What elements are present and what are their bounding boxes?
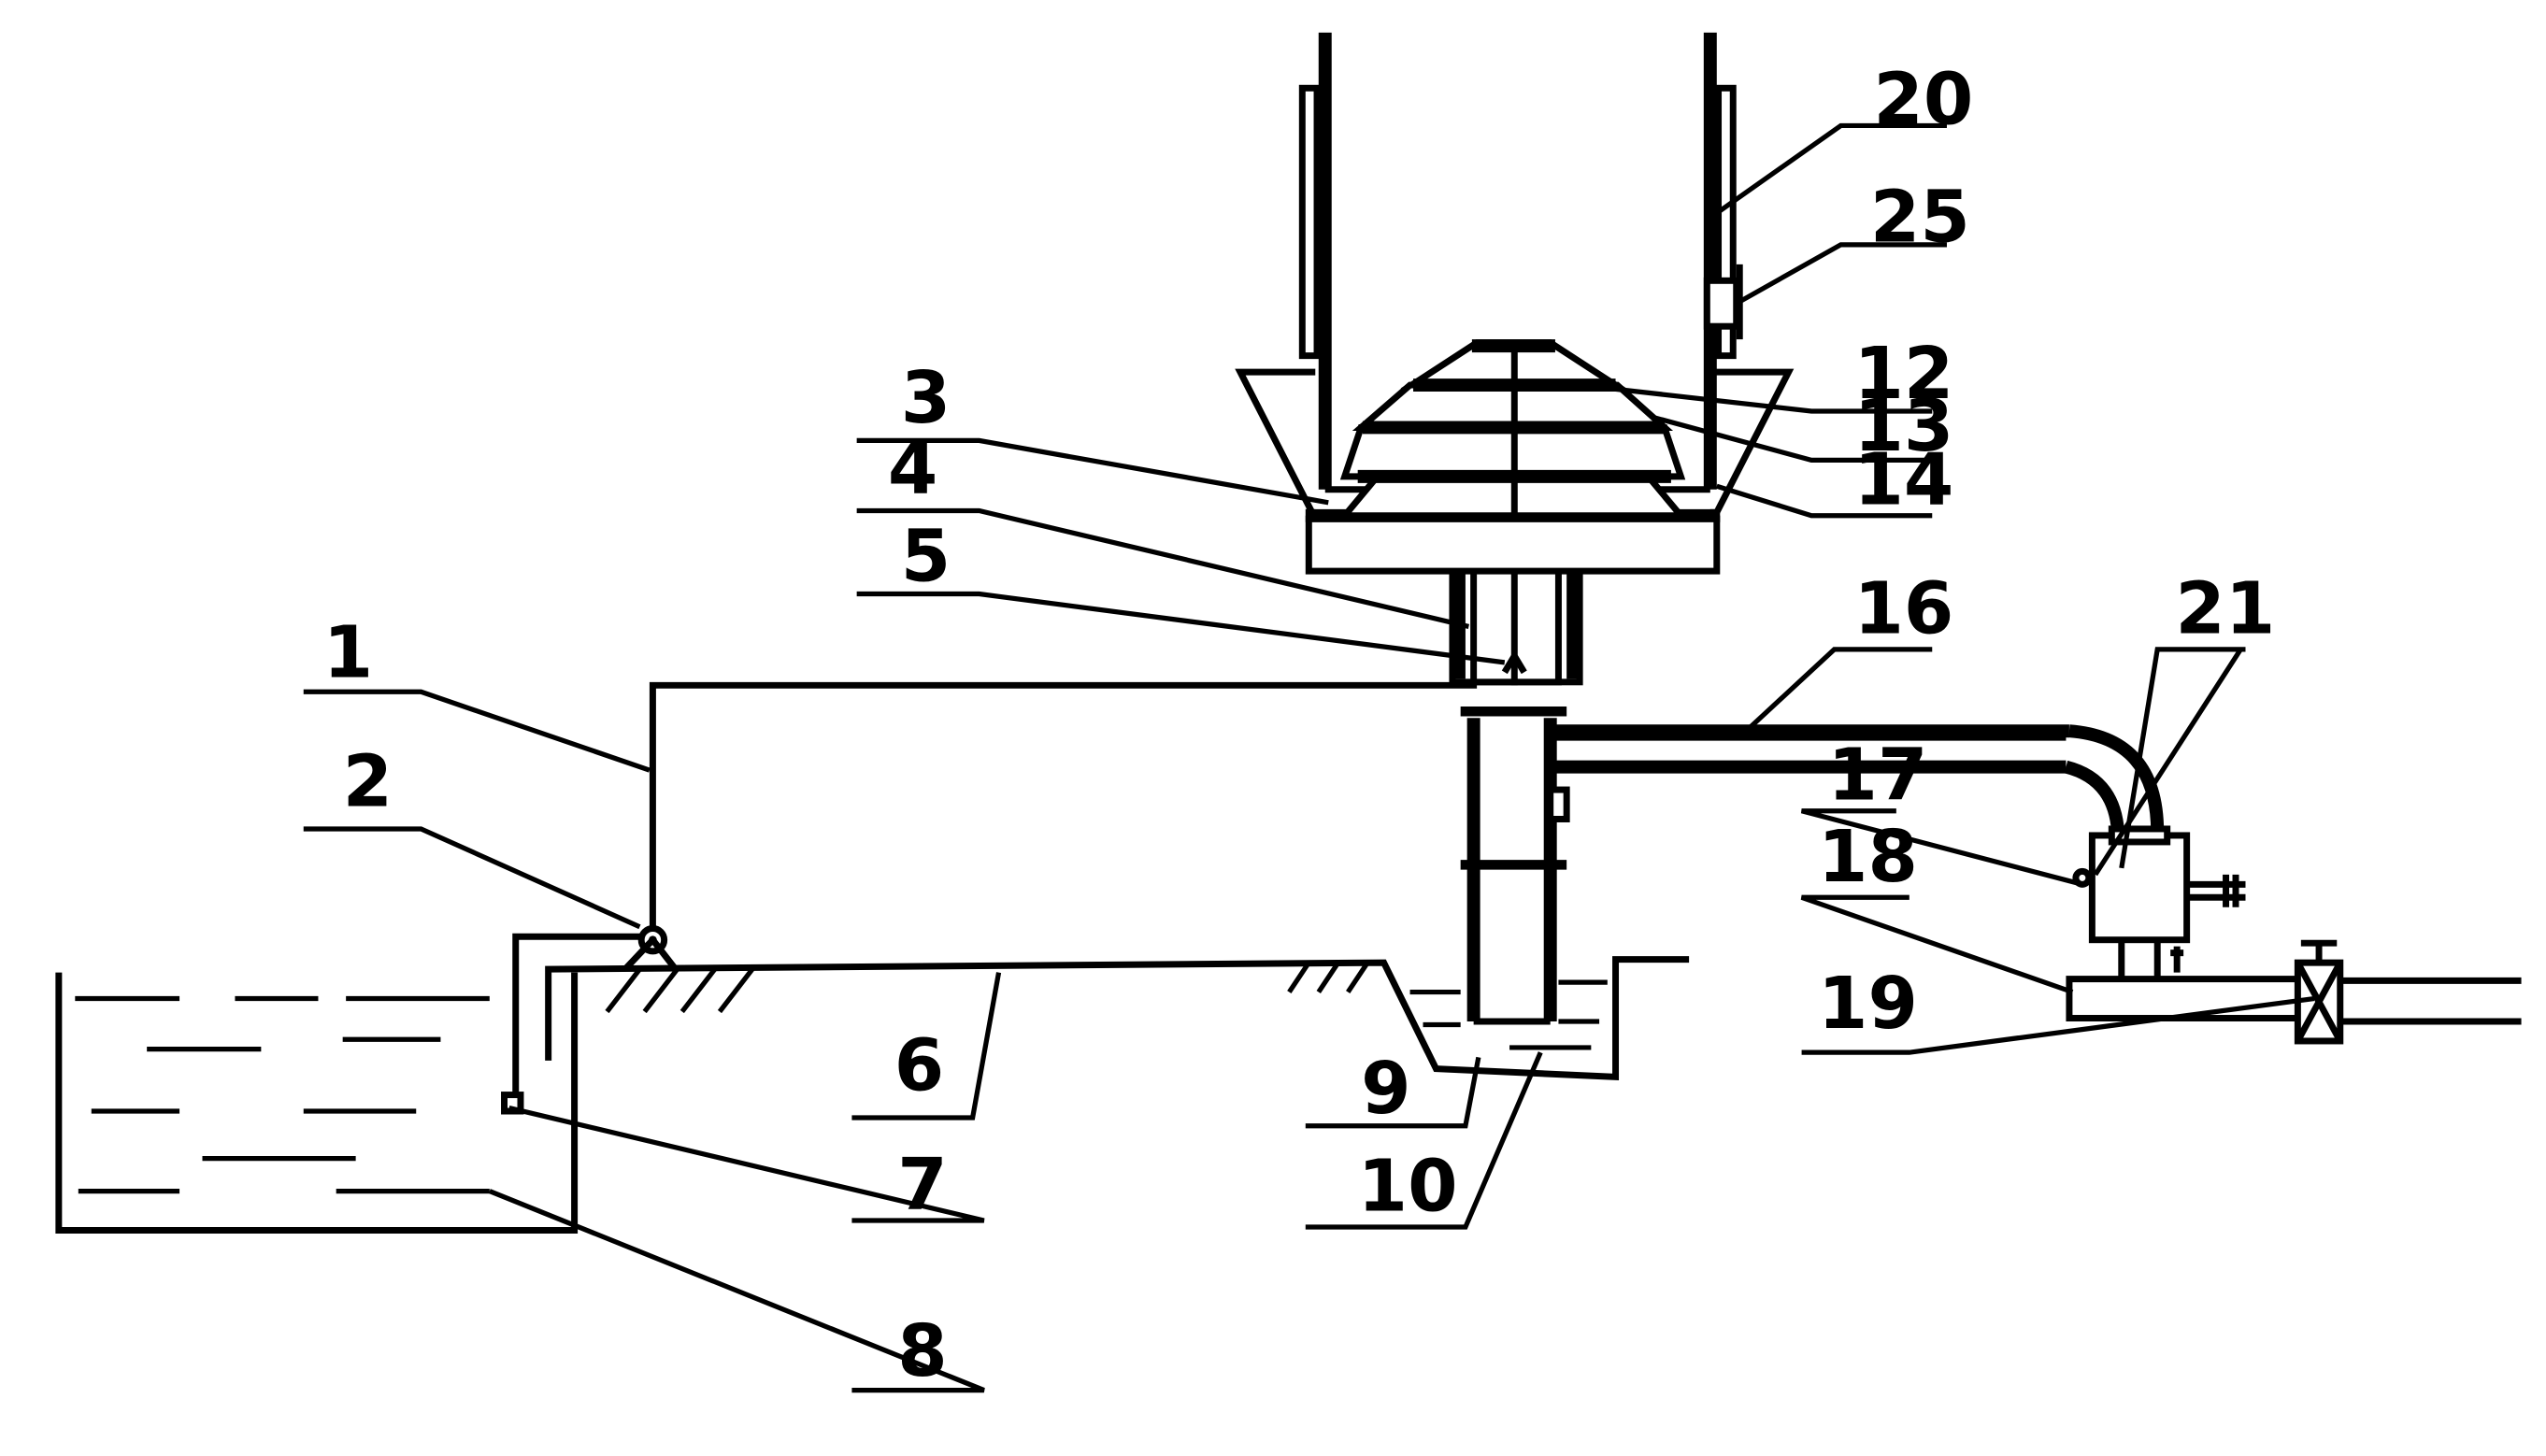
label-20: 20 (1873, 59, 1973, 142)
label-14: 14 (1853, 439, 1953, 522)
label-5: 5 (901, 516, 951, 599)
pressure-tank (2072, 825, 2246, 979)
cone-spreader (1337, 339, 1688, 520)
base-plate (1305, 515, 1721, 575)
label-1: 1 (323, 612, 373, 695)
float-assembly (501, 681, 1478, 1115)
side-panel-left (1298, 84, 1321, 360)
label-25: 25 (1870, 176, 1970, 259)
ground-surface (545, 956, 1690, 1081)
label-17: 17 (1828, 735, 1928, 818)
label-18: 18 (1818, 816, 1918, 899)
label-13: 13 (1853, 385, 1953, 468)
level-sensor (1703, 277, 1740, 330)
label-10: 10 (1358, 1146, 1458, 1229)
sump-water (1409, 979, 1608, 1050)
vertical-pipe (1460, 707, 1570, 1025)
label-6: 6 (894, 1024, 944, 1107)
label-3: 3 (901, 357, 951, 440)
label-8: 8 (897, 1310, 947, 1393)
outlet-pipe (1550, 724, 2165, 841)
gate-valve (2294, 939, 2522, 1045)
label-9: 9 (1361, 1048, 1410, 1131)
label-16: 16 (1853, 567, 1953, 650)
leader-lines (303, 122, 2315, 1393)
label-4: 4 (888, 427, 937, 510)
callout-labels: 1 2 3 4 5 6 7 8 9 10 12 13 14 16 17 18 1… (323, 59, 2276, 1393)
water-lines (75, 995, 490, 1194)
label-12: 12 (1853, 333, 1953, 416)
label-2: 2 (343, 741, 393, 824)
label-7: 7 (897, 1144, 947, 1227)
label-21: 21 (2175, 567, 2275, 650)
label-19: 19 (1818, 963, 1918, 1046)
reservoir (55, 972, 579, 1234)
pipe-header (2066, 976, 2305, 1021)
